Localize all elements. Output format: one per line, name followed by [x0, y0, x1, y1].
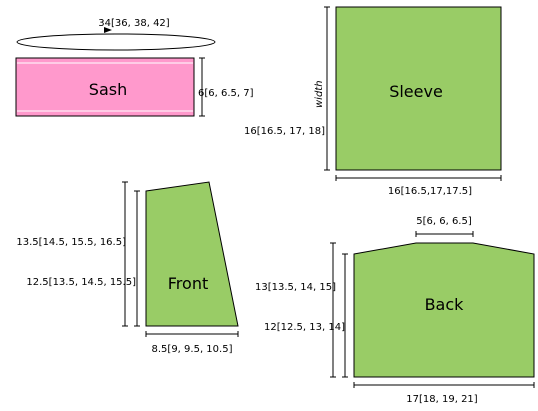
- front-group: Front 13.5[14.5, 15.5, 16.5] 12.5[13.5, …: [16, 181, 239, 355]
- sash-shape: [15, 57, 195, 117]
- sleeve-bottom-label: 16[16.5,17,17.5]: [388, 186, 472, 197]
- back-name: Back: [425, 295, 465, 314]
- sash-group: 34[36, 38, 42] Sash 6[6, 6.5, 7]: [15, 18, 254, 117]
- sleeve-group: Sleeve width 16[16.5, 17, 18] 16[16.5,17…: [244, 6, 502, 197]
- sleeve-length-label: 16[16.5, 17, 18]: [244, 126, 325, 137]
- back-bottom-label: 17[18, 19, 21]: [406, 394, 478, 405]
- sash-arrow-icon: [104, 27, 112, 33]
- sleeve-name: Sleeve: [389, 82, 443, 101]
- back-inner-height-label: 12[12.5, 13, 14]: [264, 322, 345, 333]
- front-inner-height-label: 12.5[13.5, 14.5, 15.5]: [26, 277, 136, 288]
- sleeve-shape: [335, 6, 502, 171]
- back-outer-height-label: 13[13.5, 14, 15]: [255, 282, 336, 293]
- sash-height-label: 6[6, 6.5, 7]: [198, 88, 254, 99]
- front-shape: [145, 181, 239, 327]
- sash-name: Sash: [89, 80, 127, 99]
- back-group: Back 5[6, 6, 6.5] 13[13.5, 14, 15] 12[12…: [255, 216, 535, 405]
- front-outer-height-label: 13.5[14.5, 15.5, 16.5]: [16, 237, 126, 248]
- front-name: Front: [168, 274, 208, 293]
- sash-circumference-ellipse: [16, 33, 216, 51]
- sash-circumference-label: 34[36, 38, 42]: [98, 18, 170, 29]
- front-bottom-label: 8.5[9, 9.5, 10.5]: [152, 344, 233, 355]
- back-neck-label: 5[6, 6, 6.5]: [416, 216, 472, 227]
- back-shape: [353, 242, 535, 378]
- sleeve-width-word: width: [314, 80, 325, 108]
